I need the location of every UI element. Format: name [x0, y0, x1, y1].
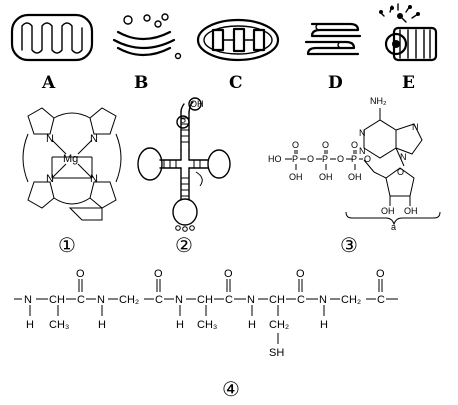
- label-4: ④: [222, 377, 240, 401]
- peptide-o-2: O: [154, 268, 163, 280]
- peptide-ch3-1: CH₃: [49, 319, 69, 331]
- peptide-n-2: N: [97, 294, 105, 306]
- trna-structure: [137, 97, 231, 232]
- atp-ribose-oh-1: OH: [381, 206, 395, 216]
- atp-n-2: N: [412, 122, 419, 132]
- label-c: C: [229, 73, 243, 93]
- trna-p: P: [180, 117, 186, 127]
- atp-n-1: N: [359, 128, 366, 138]
- peptide-o-5: O: [376, 268, 385, 280]
- peptide-o-1: O: [76, 268, 85, 280]
- label-a: A: [41, 73, 56, 93]
- peptide-ch3-2: CH₃: [197, 319, 217, 331]
- peptide-sh: SH: [269, 347, 284, 359]
- atp-phosphate-1: P: [292, 154, 298, 164]
- atp-oh-3: OH: [348, 172, 362, 182]
- atp-bridge-o-2: O: [337, 154, 344, 164]
- atp-ho-terminal: HO: [268, 154, 282, 164]
- label-3: ③: [340, 233, 358, 257]
- chlorophyll-mg: Mg: [63, 153, 78, 165]
- peptide-bonds: [14, 279, 398, 344]
- golgi-apparatus-drawing: [112, 13, 182, 60]
- atp-bridge-o-1: O: [307, 154, 314, 164]
- chloroplast-drawing: [196, 18, 280, 62]
- peptide-ch2-2: CH₂: [341, 294, 361, 306]
- peptide-n-4: N: [247, 294, 255, 306]
- label-e: E: [402, 73, 415, 93]
- atp-oh-1: OH: [289, 172, 303, 182]
- peptide-h-1: H: [26, 319, 34, 331]
- atp-double-o-1: O: [292, 140, 299, 150]
- atp-phosphate-3: P: [351, 154, 357, 164]
- atp-n-4: N: [400, 152, 407, 162]
- centriole-drawing: [379, 3, 438, 62]
- chlorophyll-structure: [22, 107, 122, 221]
- peptide-ch-3: CH: [269, 294, 285, 306]
- atp-ribose-oh-2: OH: [404, 206, 418, 216]
- atp-phosphate-2: P: [322, 154, 328, 164]
- endoplasmic-reticulum-drawing: [304, 22, 362, 56]
- label-b: B: [134, 73, 148, 93]
- peptide-ch2-side: CH₂: [269, 319, 289, 331]
- peptide-n-1: N: [24, 294, 32, 306]
- atp-oh-2: OH: [319, 172, 333, 182]
- chlorophyll-n-2: N: [90, 133, 98, 145]
- atp-bridge-o-3: O: [364, 154, 371, 164]
- chlorophyll-n-3: N: [46, 173, 54, 185]
- atp-double-o-2: O: [322, 140, 329, 150]
- peptide-c-3: C: [225, 294, 233, 306]
- peptide-h-3: H: [176, 319, 184, 331]
- label-1: ①: [58, 233, 76, 257]
- peptide-o-4: O: [296, 268, 305, 280]
- peptide-h-5: H: [320, 319, 328, 331]
- atp-amine: NH₂: [370, 96, 387, 106]
- atp-double-o-3: O: [351, 140, 358, 150]
- peptide-ch-1: CH: [49, 294, 65, 306]
- peptide-ch2-1: CH₂: [119, 294, 139, 306]
- chlorophyll-n-1: N: [46, 133, 54, 145]
- chlorophyll-n-4: N: [90, 173, 98, 185]
- atp-ring-o: O: [397, 167, 404, 177]
- atp-bracket-label: a: [391, 222, 396, 232]
- atp-n-3: N: [359, 146, 366, 156]
- label-d: D: [328, 73, 343, 93]
- peptide-n-3: N: [175, 294, 183, 306]
- peptide-c-2: C: [155, 294, 163, 306]
- trna-oh: OH: [190, 99, 204, 109]
- peptide-ch-2: CH: [197, 294, 213, 306]
- peptide-c-4: C: [297, 294, 305, 306]
- atp-structure: [285, 108, 441, 226]
- label-2: ②: [175, 233, 193, 257]
- peptide-c-5: C: [377, 294, 385, 306]
- peptide-h-2: H: [98, 319, 106, 331]
- peptide-o-3: O: [224, 268, 233, 280]
- mitochondrion-drawing: [10, 13, 94, 62]
- peptide-h-4: H: [248, 319, 256, 331]
- peptide-n-5: N: [319, 294, 327, 306]
- peptide-c-1: C: [77, 294, 85, 306]
